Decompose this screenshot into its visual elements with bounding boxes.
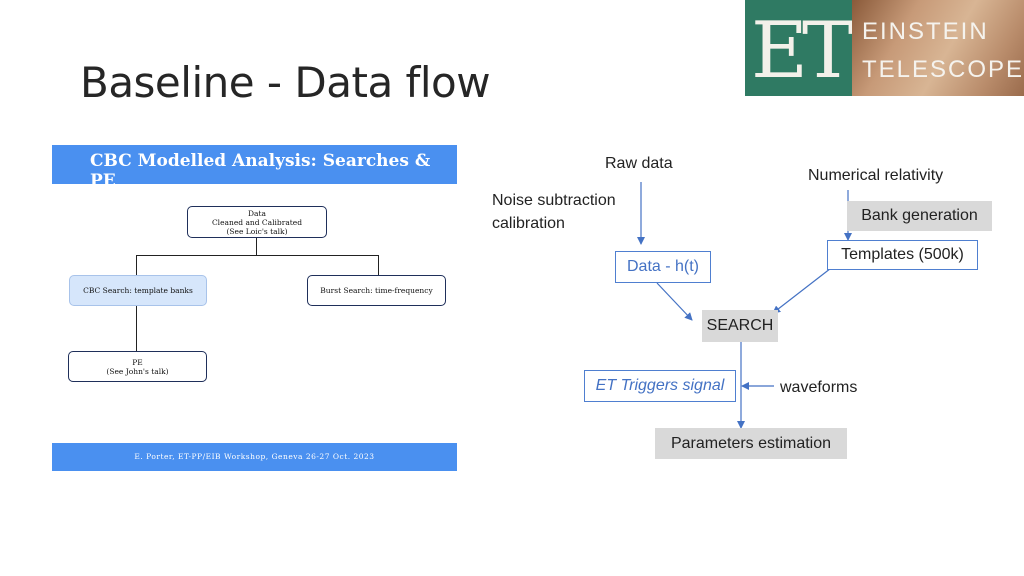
connector-cbc-down bbox=[136, 255, 137, 275]
noise-subtraction-label: Noise subtraction bbox=[492, 192, 616, 209]
waveforms-label: waveforms bbox=[780, 379, 858, 396]
search-box: SEARCH bbox=[702, 310, 778, 342]
pe-box: PE (See John's talk) bbox=[68, 351, 207, 382]
connector-horizontal bbox=[136, 255, 379, 256]
logo-line-einstein: EINSTEIN bbox=[862, 18, 989, 45]
cbc-search-label: CBC Search: template banks bbox=[83, 286, 193, 295]
connector-data-down bbox=[256, 237, 257, 255]
pe-box-line: (See John's talk) bbox=[106, 366, 169, 376]
data-h-label: Data - h(t) bbox=[626, 258, 699, 275]
bank-generation-box: Bank generation bbox=[847, 201, 992, 231]
bank-generation-label: Bank generation bbox=[861, 207, 978, 224]
data-h-box: Data - h(t) bbox=[615, 251, 711, 283]
calibration-label: calibration bbox=[492, 215, 565, 232]
parameters-estimation-label: Parameters estimation bbox=[670, 434, 832, 452]
raw-data-label: Raw data bbox=[605, 155, 673, 172]
einstein-telescope-logo: ET EINSTEIN TELESCOPE bbox=[745, 0, 1024, 96]
search-label: SEARCH bbox=[706, 317, 774, 334]
connector-cbc-pe bbox=[136, 305, 137, 351]
logo-line-telescope: TELESCOPE bbox=[862, 56, 1024, 83]
numerical-relativity-label: Numerical relativity bbox=[808, 167, 944, 184]
arrow-data-to-search bbox=[656, 282, 693, 321]
slide-footer: E. Porter, ET-PP/EIB Workshop, Geneva 26… bbox=[52, 443, 457, 471]
arrow-templates-to-search bbox=[772, 264, 836, 314]
embedded-slide: CBC Modelled Analysis: Searches & PE Dat… bbox=[52, 145, 457, 471]
templates-label: Templates (500k) bbox=[841, 246, 964, 263]
cbc-search-box: CBC Search: template banks bbox=[69, 275, 207, 306]
connector-burst-down bbox=[378, 255, 379, 275]
burst-search-label: Burst Search: time-frequency bbox=[320, 286, 433, 295]
data-box: Data Cleaned and Calibrated (See Loic's … bbox=[187, 206, 327, 238]
data-box-line: Cleaned and Calibrated bbox=[211, 217, 303, 227]
slide-footer-text: E. Porter, ET-PP/EIB Workshop, Geneva 26… bbox=[134, 452, 375, 461]
et-triggers-box: ET Triggers signal bbox=[584, 370, 736, 402]
et-triggers-label: ET Triggers signal bbox=[595, 377, 725, 394]
templates-box: Templates (500k) bbox=[827, 240, 978, 270]
data-box-line: Data bbox=[248, 208, 266, 218]
parameters-estimation-box: Parameters estimation bbox=[655, 428, 847, 459]
page-title: Baseline - Data flow bbox=[80, 58, 491, 107]
slide-header: CBC Modelled Analysis: Searches & PE bbox=[52, 145, 457, 191]
data-box-line: (See Loic's talk) bbox=[226, 226, 288, 236]
logo-monogram: ET bbox=[751, 6, 854, 96]
burst-search-box: Burst Search: time-frequency bbox=[307, 275, 446, 306]
pe-box-line: PE bbox=[132, 357, 143, 367]
slide-header-title: CBC Modelled Analysis: Searches & PE bbox=[90, 151, 431, 191]
